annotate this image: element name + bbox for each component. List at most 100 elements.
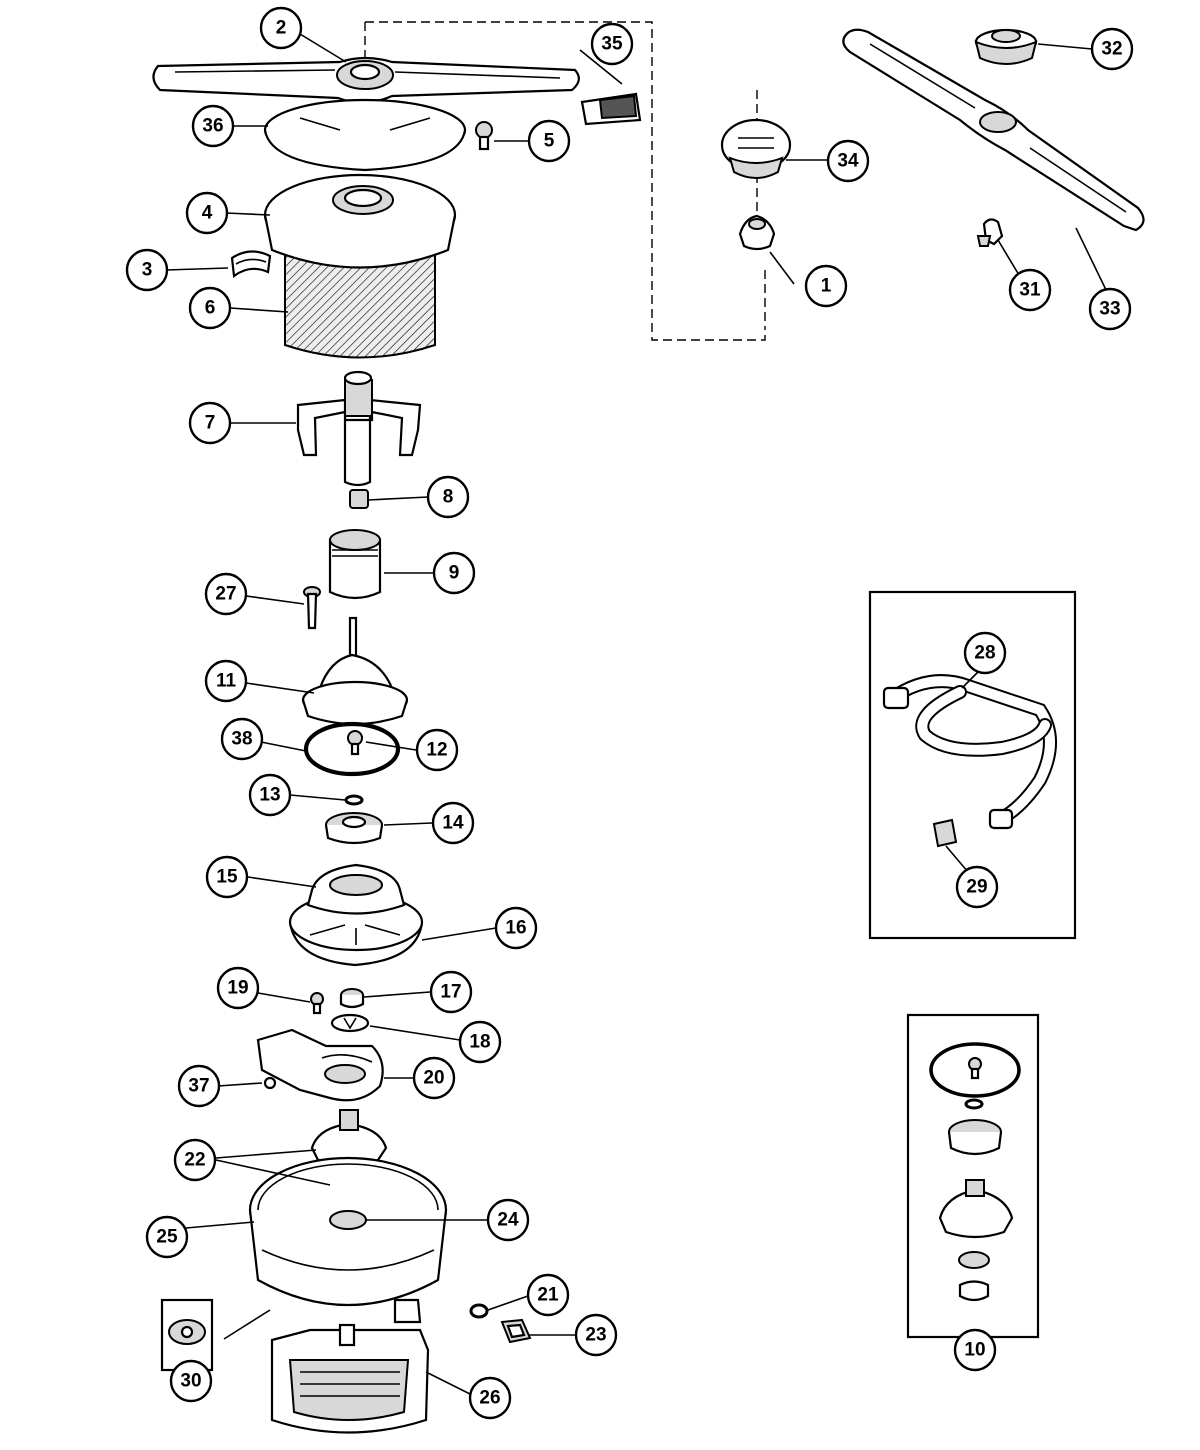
callout-4: 4 xyxy=(185,191,229,235)
part-pump-cover xyxy=(288,863,424,967)
part-pump-base-plate xyxy=(256,1028,384,1102)
svg-text:3: 3 xyxy=(142,260,153,281)
callout-8: 8 xyxy=(426,475,470,519)
callout-26: 26 xyxy=(468,1376,512,1420)
svg-text:15: 15 xyxy=(216,867,238,888)
callout-33: 33 xyxy=(1088,287,1132,331)
svg-text:23: 23 xyxy=(585,1325,606,1346)
part-seal-14 xyxy=(324,812,384,845)
callout-16: 16 xyxy=(494,906,538,950)
callout-2: 2 xyxy=(259,6,303,50)
svg-text:25: 25 xyxy=(156,1227,178,1248)
part-filter-housing xyxy=(263,173,457,359)
svg-text:38: 38 xyxy=(231,729,252,750)
svg-text:31: 31 xyxy=(1019,280,1041,301)
svg-text:34: 34 xyxy=(837,151,859,172)
callout-6: 6 xyxy=(188,286,232,330)
callout-19: 19 xyxy=(216,966,260,1010)
svg-text:14: 14 xyxy=(442,813,464,834)
svg-text:36: 36 xyxy=(202,116,223,137)
svg-text:13: 13 xyxy=(259,785,280,806)
callout-10: 10 xyxy=(953,1328,997,1372)
inset-pump-kit xyxy=(906,1013,1040,1339)
part-cylinder-9 xyxy=(328,529,382,600)
part-screw-5 xyxy=(475,121,493,151)
svg-text:11: 11 xyxy=(216,671,237,692)
callout-15: 15 xyxy=(205,855,249,899)
callout-17: 17 xyxy=(429,970,473,1014)
callout-36: 36 xyxy=(191,104,235,148)
part-oring-21 xyxy=(469,1303,489,1319)
callout-14: 14 xyxy=(431,801,475,845)
callout-5: 5 xyxy=(527,119,571,163)
part-pump-body xyxy=(248,1156,448,1324)
part-small-ring-13 xyxy=(344,794,364,806)
part-bracket-35 xyxy=(580,92,642,126)
callout-29: 29 xyxy=(955,865,999,909)
callout-34: 34 xyxy=(826,139,870,183)
part-impeller-housing xyxy=(301,616,409,726)
svg-text:30: 30 xyxy=(180,1371,201,1392)
svg-text:4: 4 xyxy=(202,203,213,224)
svg-text:32: 32 xyxy=(1101,39,1122,60)
svg-text:21: 21 xyxy=(537,1285,559,1306)
part-clip-31 xyxy=(976,218,1004,247)
svg-text:24: 24 xyxy=(497,1210,519,1231)
svg-text:9: 9 xyxy=(449,563,460,584)
callout-24: 24 xyxy=(486,1198,530,1242)
svg-text:5: 5 xyxy=(544,131,555,152)
callout-12: 12 xyxy=(415,728,459,772)
part-gasket-ring xyxy=(303,721,401,777)
callout-27: 27 xyxy=(204,572,248,616)
part-screw-19 xyxy=(310,992,324,1015)
part-clip-1 xyxy=(738,214,776,251)
part-grommet-23 xyxy=(500,1318,532,1344)
callout-25: 25 xyxy=(145,1215,189,1259)
leader-lines xyxy=(165,33,1109,1395)
callout-32: 32 xyxy=(1090,27,1134,71)
svg-text:27: 27 xyxy=(215,584,236,605)
inset-drain-hose xyxy=(868,590,1077,940)
part-washer-18 xyxy=(330,1013,370,1033)
callout-18: 18 xyxy=(458,1020,502,1064)
svg-text:8: 8 xyxy=(443,487,454,508)
svg-text:16: 16 xyxy=(505,918,526,939)
svg-text:18: 18 xyxy=(469,1032,490,1053)
part-spray-tower xyxy=(296,370,422,487)
svg-text:7: 7 xyxy=(205,413,216,434)
callout-3: 3 xyxy=(125,248,169,292)
part-ball-37 xyxy=(263,1076,277,1090)
part-spray-arm-cap xyxy=(720,118,792,179)
callout-13: 13 xyxy=(248,773,292,817)
callout-28: 28 xyxy=(963,631,1007,675)
part-gasket-30 xyxy=(160,1298,214,1372)
callout-11: 11 xyxy=(204,659,248,703)
part-lower-spray-arm xyxy=(152,56,580,104)
callout-21: 21 xyxy=(526,1273,570,1317)
part-upper-spray-arm xyxy=(842,28,1145,232)
svg-text:6: 6 xyxy=(205,298,216,319)
part-spray-arm-shield xyxy=(263,98,467,172)
callout-30: 30 xyxy=(169,1359,213,1403)
callout-20: 20 xyxy=(412,1056,456,1100)
callout-22: 22 xyxy=(173,1138,217,1182)
svg-text:28: 28 xyxy=(974,643,995,664)
svg-text:1: 1 xyxy=(821,276,832,297)
svg-text:22: 22 xyxy=(184,1150,205,1171)
svg-text:2: 2 xyxy=(276,18,287,39)
part-coil-ring xyxy=(230,250,272,279)
svg-text:37: 37 xyxy=(188,1076,209,1097)
callout-9: 9 xyxy=(432,551,476,595)
part-upper-nut xyxy=(974,28,1038,65)
callout-23: 23 xyxy=(574,1313,618,1357)
part-bushing-17 xyxy=(339,988,365,1009)
svg-text:20: 20 xyxy=(423,1068,444,1089)
callout-7: 7 xyxy=(188,401,232,445)
part-motor xyxy=(270,1323,430,1434)
svg-text:35: 35 xyxy=(601,34,623,55)
svg-text:19: 19 xyxy=(227,978,248,999)
callout-35: 35 xyxy=(590,22,634,66)
svg-text:10: 10 xyxy=(964,1340,985,1361)
svg-text:12: 12 xyxy=(426,740,447,761)
